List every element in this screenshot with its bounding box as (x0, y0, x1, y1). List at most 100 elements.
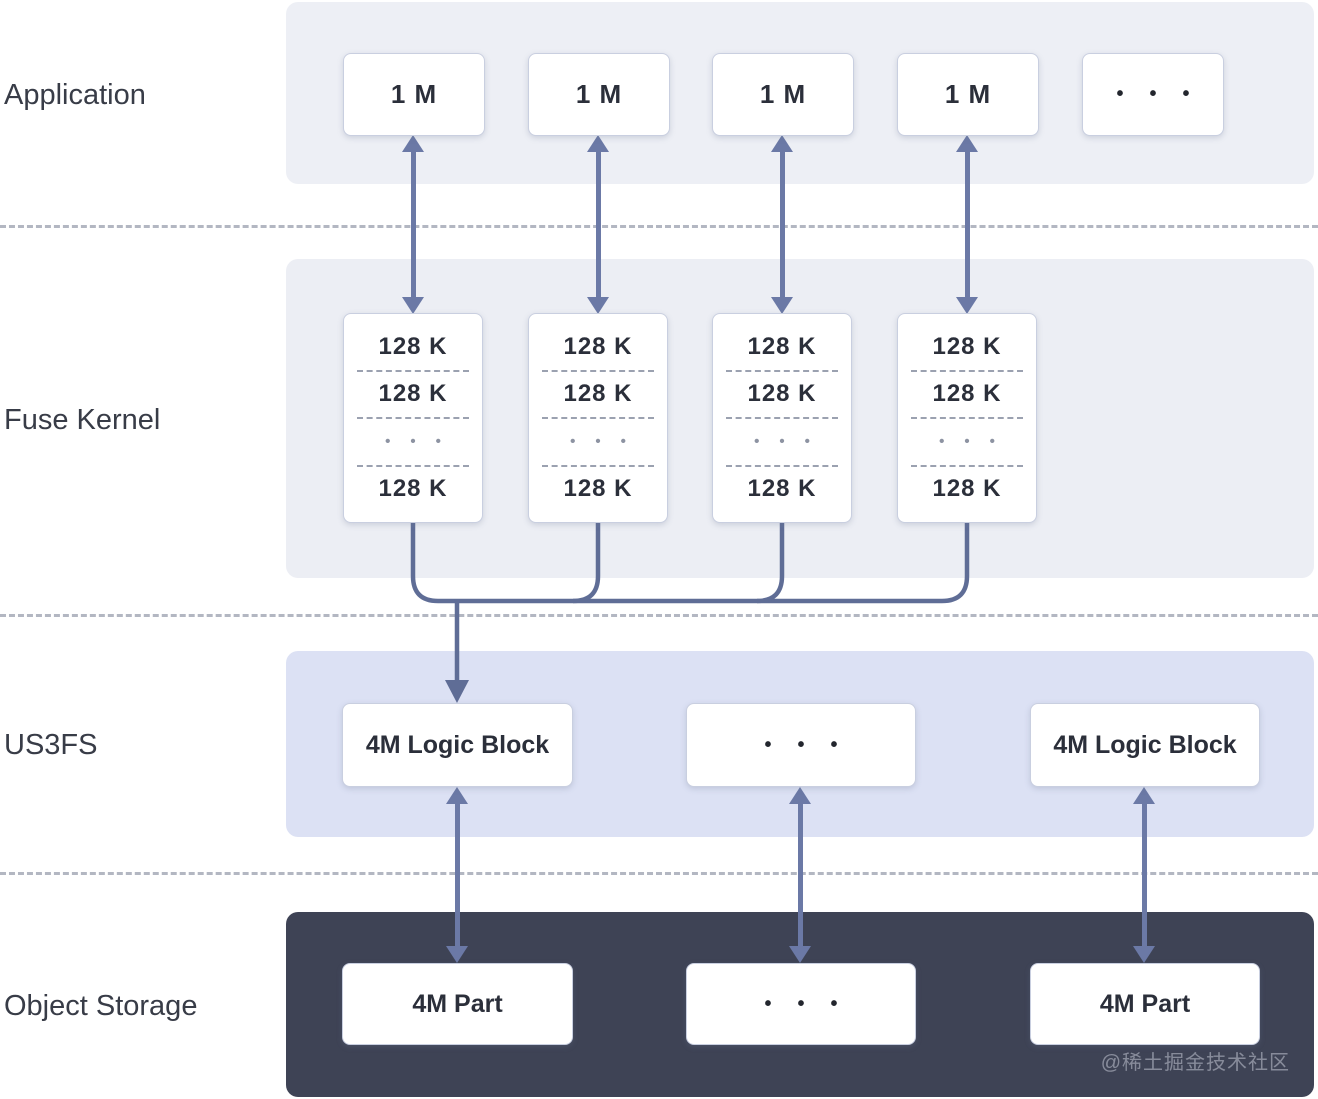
ellipsis-box: ••• (686, 963, 916, 1045)
chunk-size-label: 128 K (747, 475, 817, 503)
chunk-row: 128 K (713, 324, 851, 370)
arrow-up-icon (587, 135, 609, 152)
dotted-divider (357, 369, 469, 372)
chunk-row: 128 K (529, 467, 667, 513)
chunk-size-label: 1 M (390, 79, 438, 109)
arrow-stem (1141, 801, 1147, 949)
ellipsis-dots: ••• (385, 433, 461, 451)
chunk-size-label: 128 K (747, 332, 817, 360)
ellipsis-dots: ••• (939, 433, 1015, 451)
bidirectional-arrow (1133, 787, 1155, 963)
chunk-row: 128 K (529, 372, 667, 418)
chunk-row: 128 K (898, 324, 1036, 370)
bidirectional-arrow (402, 135, 424, 314)
ellipsis-dots: ••• (570, 433, 646, 451)
part-box: 4M Part (342, 963, 573, 1045)
chunk-size-label: 128 K (563, 332, 633, 360)
arrow-down-icon (446, 946, 468, 963)
chunk-row: 128 K (344, 467, 482, 513)
chunk-size-label: 1 M (575, 79, 623, 109)
fuse-chunk-stack: 128 K 128 K ••• 128 K (528, 313, 668, 523)
layer-separator (0, 614, 1318, 617)
chunk-row: ••• (344, 419, 482, 465)
arrow-down-icon (587, 297, 609, 314)
logic-block-label: 4M Logic Block (365, 730, 550, 759)
dotted-divider (357, 417, 469, 419)
chunk-size-label: 128 K (378, 475, 448, 503)
app-chunk-box: 1 M (712, 53, 854, 136)
fuse-chunk-stack: 128 K 128 K ••• 128 K (897, 313, 1037, 523)
part-box: 4M Part (1030, 963, 1260, 1045)
chunk-row: 128 K (344, 324, 482, 370)
dotted-divider (726, 369, 838, 372)
chunk-row: 128 K (713, 372, 851, 418)
chunk-row: ••• (898, 419, 1036, 465)
ellipsis-dots: ••• (754, 433, 830, 451)
dotted-divider (542, 417, 654, 419)
chunk-row: 128 K (898, 467, 1036, 513)
fuse-chunk-stack: 128 K 128 K ••• 128 K (343, 313, 483, 523)
chunk-size-label: 128 K (932, 380, 1002, 408)
dotted-divider (357, 464, 469, 467)
bidirectional-arrow (956, 135, 978, 314)
bidirectional-arrow (446, 787, 468, 963)
arrow-down-icon (956, 297, 978, 314)
dotted-divider (911, 369, 1023, 372)
arrow-up-icon (446, 787, 468, 804)
chunk-size-label: 128 K (563, 475, 633, 503)
arrow-down-icon (402, 297, 424, 314)
fuse-chunk-stack: 128 K 128 K ••• 128 K (712, 313, 852, 523)
layer-label-us3fs: US3FS (4, 729, 98, 761)
arrow-up-icon (1133, 787, 1155, 804)
part-label: 4M Part (1099, 989, 1191, 1018)
arrow-stem (454, 801, 460, 949)
logic-block-label: 4M Logic Block (1053, 730, 1237, 759)
arrow-stem (595, 149, 601, 300)
chunk-size-label: 128 K (378, 332, 448, 360)
ellipsis-box: ••• (686, 703, 916, 787)
arrow-down-icon (771, 297, 793, 314)
dotted-divider (726, 417, 838, 419)
arrow-down-icon (789, 946, 811, 963)
chunk-row: ••• (713, 419, 851, 465)
ellipsis-dots: ••• (764, 733, 864, 756)
chunk-size-label: 128 K (747, 380, 817, 408)
chunk-size-label: 128 K (378, 380, 448, 408)
arrow-stem (797, 801, 803, 949)
arrow-up-icon (956, 135, 978, 152)
ellipsis-box: ••• (1082, 53, 1224, 136)
layer-label-object-storage: Object Storage (4, 990, 198, 1022)
layer-label-fuse-kernel: Fuse Kernel (4, 404, 161, 436)
arrow-stem (964, 149, 970, 300)
chunk-size-label: 128 K (932, 332, 1002, 360)
layer-label-application: Application (4, 79, 146, 111)
arrow-stem (779, 149, 785, 300)
chunk-size-label: 128 K (932, 475, 1002, 503)
app-chunk-box: 1 M (528, 53, 670, 136)
bidirectional-arrow (789, 787, 811, 963)
layer-separator (0, 225, 1318, 228)
arrow-down-icon (1133, 946, 1155, 963)
chunk-row: 128 K (713, 467, 851, 513)
bidirectional-arrow (771, 135, 793, 314)
chunk-size-label: 128 K (563, 380, 633, 408)
dotted-divider (911, 417, 1023, 419)
ellipsis-dots: ••• (1116, 83, 1216, 105)
arrow-up-icon (771, 135, 793, 152)
arrow-stem (410, 149, 416, 300)
watermark: @稀土掘金技术社区 (1100, 1052, 1290, 1074)
dotted-divider (911, 464, 1023, 467)
logic-block-box: 4M Logic Block (1030, 703, 1260, 787)
chunk-size-label: 1 M (759, 79, 807, 109)
dotted-divider (542, 464, 654, 467)
ellipsis-dots: ••• (764, 992, 864, 1015)
dotted-divider (542, 369, 654, 372)
arrow-up-icon (402, 135, 424, 152)
arrow-up-icon (789, 787, 811, 804)
chunk-row: 128 K (898, 372, 1036, 418)
chunk-row: 128 K (344, 372, 482, 418)
chunk-row: 128 K (529, 324, 667, 370)
part-label: 4M Part (412, 989, 503, 1018)
app-chunk-box: 1 M (343, 53, 485, 136)
